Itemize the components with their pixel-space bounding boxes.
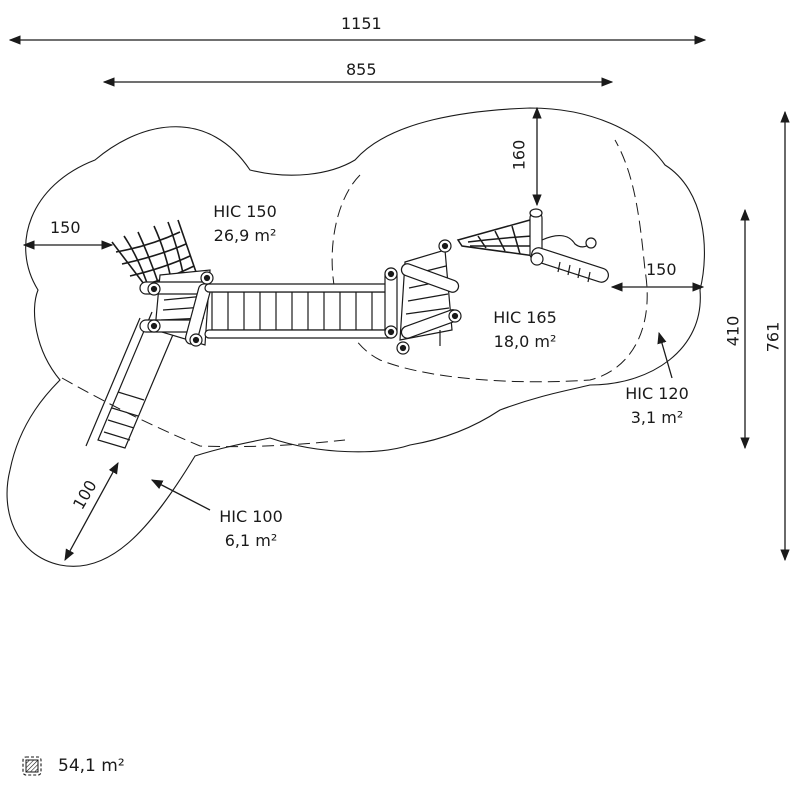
zone-hic150-area: 26,9 m²	[213, 226, 277, 245]
platform-right	[384, 239, 462, 355]
dimension-lines	[8, 35, 790, 562]
total-area-label: 54,1 m²	[58, 756, 125, 776]
safety-zone-outline	[6, 107, 705, 567]
zone-hic120-name: HIC 120	[625, 384, 689, 403]
zone-hic120: HIC 120 3,1 m²	[612, 382, 702, 430]
zone-hic100: HIC 100 6,1 m²	[206, 505, 296, 553]
dim-150-right-label: 150	[646, 260, 677, 279]
zone-hic165-name: HIC 165	[493, 308, 557, 327]
dim-410-label: 410	[723, 315, 743, 347]
dim-761-label: 761	[763, 321, 783, 353]
zone-hic165-area: 18,0 m²	[493, 332, 557, 351]
zone-hic150-name: HIC 150	[213, 202, 277, 221]
zone-hic150: HIC 150 26,9 m²	[200, 200, 290, 248]
zone-hic165: HIC 165 18,0 m²	[480, 306, 570, 354]
hatched-area-icon	[22, 756, 42, 776]
rope-post	[529, 208, 609, 283]
dim-1151-label: 1151	[341, 14, 382, 33]
platform-left	[139, 269, 214, 347]
dim-855-label: 855	[346, 60, 377, 79]
zone-hic120-area: 3,1 m²	[630, 408, 684, 427]
dim-150-left-label: 150	[50, 218, 81, 237]
hic120-leader	[657, 331, 673, 379]
hic100-leader	[150, 479, 211, 511]
hic100-boundary	[61, 377, 346, 448]
dim-160-label: 160	[509, 139, 529, 171]
climbing-net-right	[456, 219, 536, 257]
zone-hic100-area: 6,1 m²	[224, 531, 278, 550]
dim-100-arrow	[64, 461, 119, 562]
zone-hic100-name: HIC 100	[219, 507, 283, 526]
slide	[85, 311, 181, 449]
bridge	[204, 283, 396, 339]
